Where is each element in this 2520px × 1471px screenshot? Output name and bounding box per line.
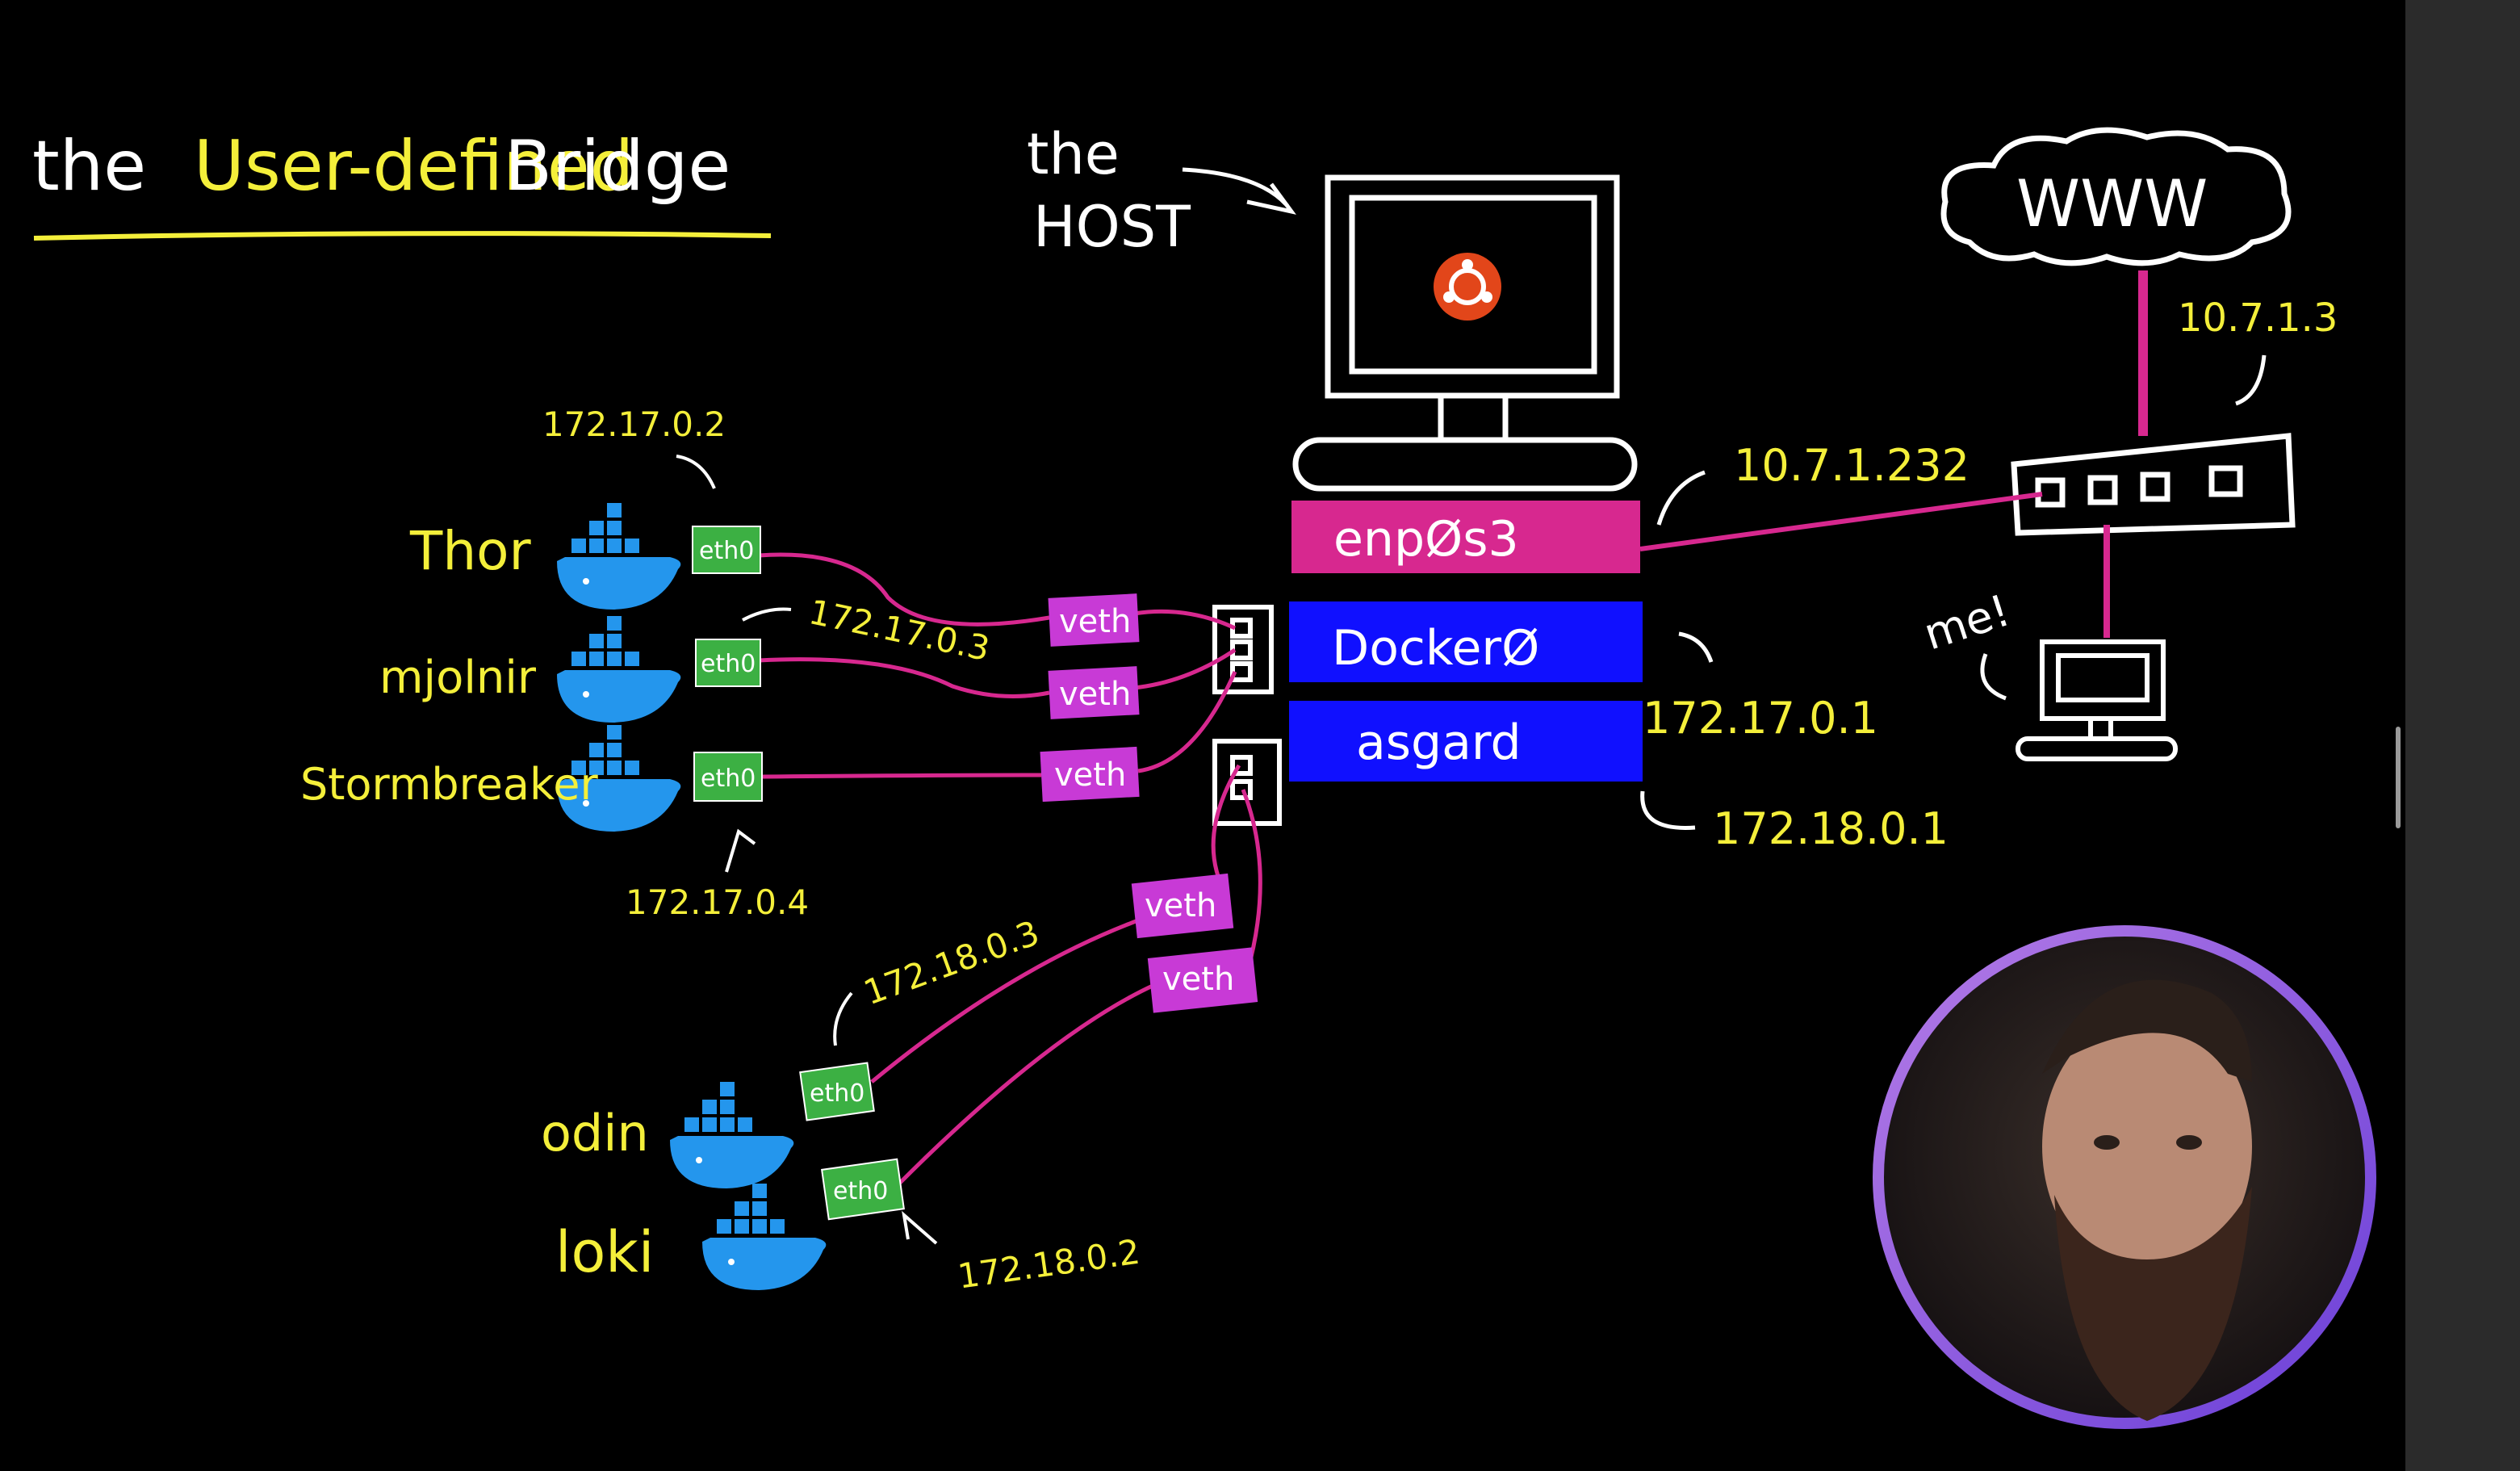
- presenter-avatar: [2042, 979, 2252, 1421]
- veth-5: veth: [1147, 947, 1258, 1013]
- docker0-ip-label: 172.17.0.1: [1643, 693, 1878, 744]
- veth-4-label: veth: [1145, 887, 1216, 924]
- veth-1-label: veth: [1059, 603, 1131, 640]
- container-loki-label: loki: [555, 1219, 654, 1285]
- interface-asgard: asgard: [1289, 701, 1643, 782]
- interface-enp-label: enpØs3: [1333, 511, 1519, 568]
- veth-4: veth: [1131, 873, 1234, 939]
- stormbreaker-ip-label: 172.17.0.4: [626, 882, 809, 922]
- svg-text:eth0: eth0: [833, 1177, 888, 1205]
- mjolnir-eth0: eth0: [695, 639, 761, 687]
- loki-eth0: eth0: [821, 1158, 905, 1221]
- host-arrowhead: [1246, 182, 1296, 215]
- veth-3-label: veth: [1054, 756, 1126, 794]
- loki-ip-label: 172.18.0.2: [955, 1232, 1142, 1297]
- odin-ip-label: 172.18.0.3: [859, 913, 1044, 1013]
- internet-cloud: WWW: [1940, 127, 2292, 266]
- title-underline: [33, 231, 772, 241]
- container-odin-label: odin: [541, 1104, 649, 1163]
- webcam-overlay: [1873, 925, 2376, 1429]
- docker0-bridge-ports: [1212, 605, 1274, 694]
- thor-ip-arrow: [676, 455, 716, 489]
- stormbreaker-eth0: eth0: [693, 752, 763, 802]
- docker-whale-icon: [557, 616, 681, 723]
- mjolnir-ip-arrow: [742, 607, 792, 622]
- asgard-ip-arrow: [1640, 790, 1696, 830]
- interface-enp: enpØs3: [1291, 501, 1640, 573]
- router-ip-label: 10.7.1.3: [2178, 295, 2338, 341]
- container-thor-label: Thor: [409, 520, 532, 582]
- container-stormbreaker-label: Stormbreaker: [300, 759, 599, 810]
- host-monitor-screen: [1349, 195, 1597, 375]
- diagram-title: the User-defined Bridge: [32, 126, 772, 241]
- enp-ip-label: 10.7.1.232: [1734, 440, 1970, 491]
- title-suffix: Bridge: [504, 126, 730, 207]
- whiteboard-canvas: the User-defined Bridge the HOST enpØs3 …: [32, 121, 2376, 1429]
- host-computer: [1292, 174, 1638, 492]
- thor-eth0: eth0: [692, 526, 761, 574]
- scrollbar-thumb[interactable]: [2396, 727, 2401, 828]
- odin-ip-arrow: [833, 991, 853, 1046]
- title-prefix: the: [32, 126, 146, 207]
- odin-eth0: eth0: [799, 1062, 875, 1121]
- me-arrow: [1980, 653, 2007, 701]
- loki-ip-arrow: [902, 1210, 938, 1245]
- veth-3: veth: [1040, 746, 1140, 803]
- svg-text:eth0: eth0: [699, 537, 754, 565]
- container-mjolnir-label: mjolnir: [379, 652, 537, 704]
- title-highlight: User-defined: [194, 126, 634, 207]
- interface-docker0-label: DockerØ: [1332, 620, 1539, 677]
- host-uplink-cable: [1639, 492, 2043, 551]
- svg-text:eth0: eth0: [701, 765, 756, 793]
- router-ip-arrow: [2235, 354, 2267, 406]
- veth-1: veth: [1048, 593, 1140, 647]
- ubuntu-icon: [1434, 253, 1501, 321]
- asgard-bridge-ports: [1212, 739, 1282, 826]
- enp-ip-arrow: [1656, 470, 1706, 526]
- docker-whale-icon: [670, 1082, 794, 1188]
- docker-whale-icon: [557, 725, 681, 832]
- veth-2: veth: [1048, 666, 1140, 719]
- stormbreaker-ip-arrow: [725, 828, 756, 873]
- me-label: me!: [1918, 585, 2016, 660]
- docker0-cables: [758, 552, 1237, 779]
- thor-ip-label: 172.17.0.2: [542, 404, 726, 444]
- asgard-ip-label: 172.18.0.1: [1713, 803, 1949, 854]
- internet-label: WWW: [2016, 166, 2208, 241]
- veth-2-label: veth: [1059, 676, 1131, 713]
- svg-text:eth0: eth0: [701, 650, 756, 678]
- docker0-ip-arrow: [1678, 631, 1714, 663]
- svg-text:eth0: eth0: [810, 1079, 864, 1108]
- host-monitor-stand: [1438, 392, 1509, 443]
- router: [2011, 433, 2296, 536]
- interface-asgard-label: asgard: [1356, 715, 1522, 771]
- mjolnir-ip-label: 172.17.0.3: [806, 592, 993, 668]
- host-keyboard-base: [1292, 437, 1638, 492]
- right-side-panel: [2405, 0, 2520, 1471]
- docker-whale-icon: [702, 1184, 827, 1290]
- veth-5-label: veth: [1162, 961, 1234, 998]
- host-label-line1: the: [1027, 121, 1120, 187]
- docker-whale-icon: [557, 503, 681, 610]
- me-computer: [2016, 639, 2178, 761]
- diagram: the User-defined Bridge the HOST enpØs3 …: [32, 121, 2376, 1429]
- host-label-line2: HOST: [1033, 194, 1191, 260]
- webcam-ring: [1873, 925, 2376, 1429]
- interface-docker0: DockerØ: [1289, 601, 1643, 682]
